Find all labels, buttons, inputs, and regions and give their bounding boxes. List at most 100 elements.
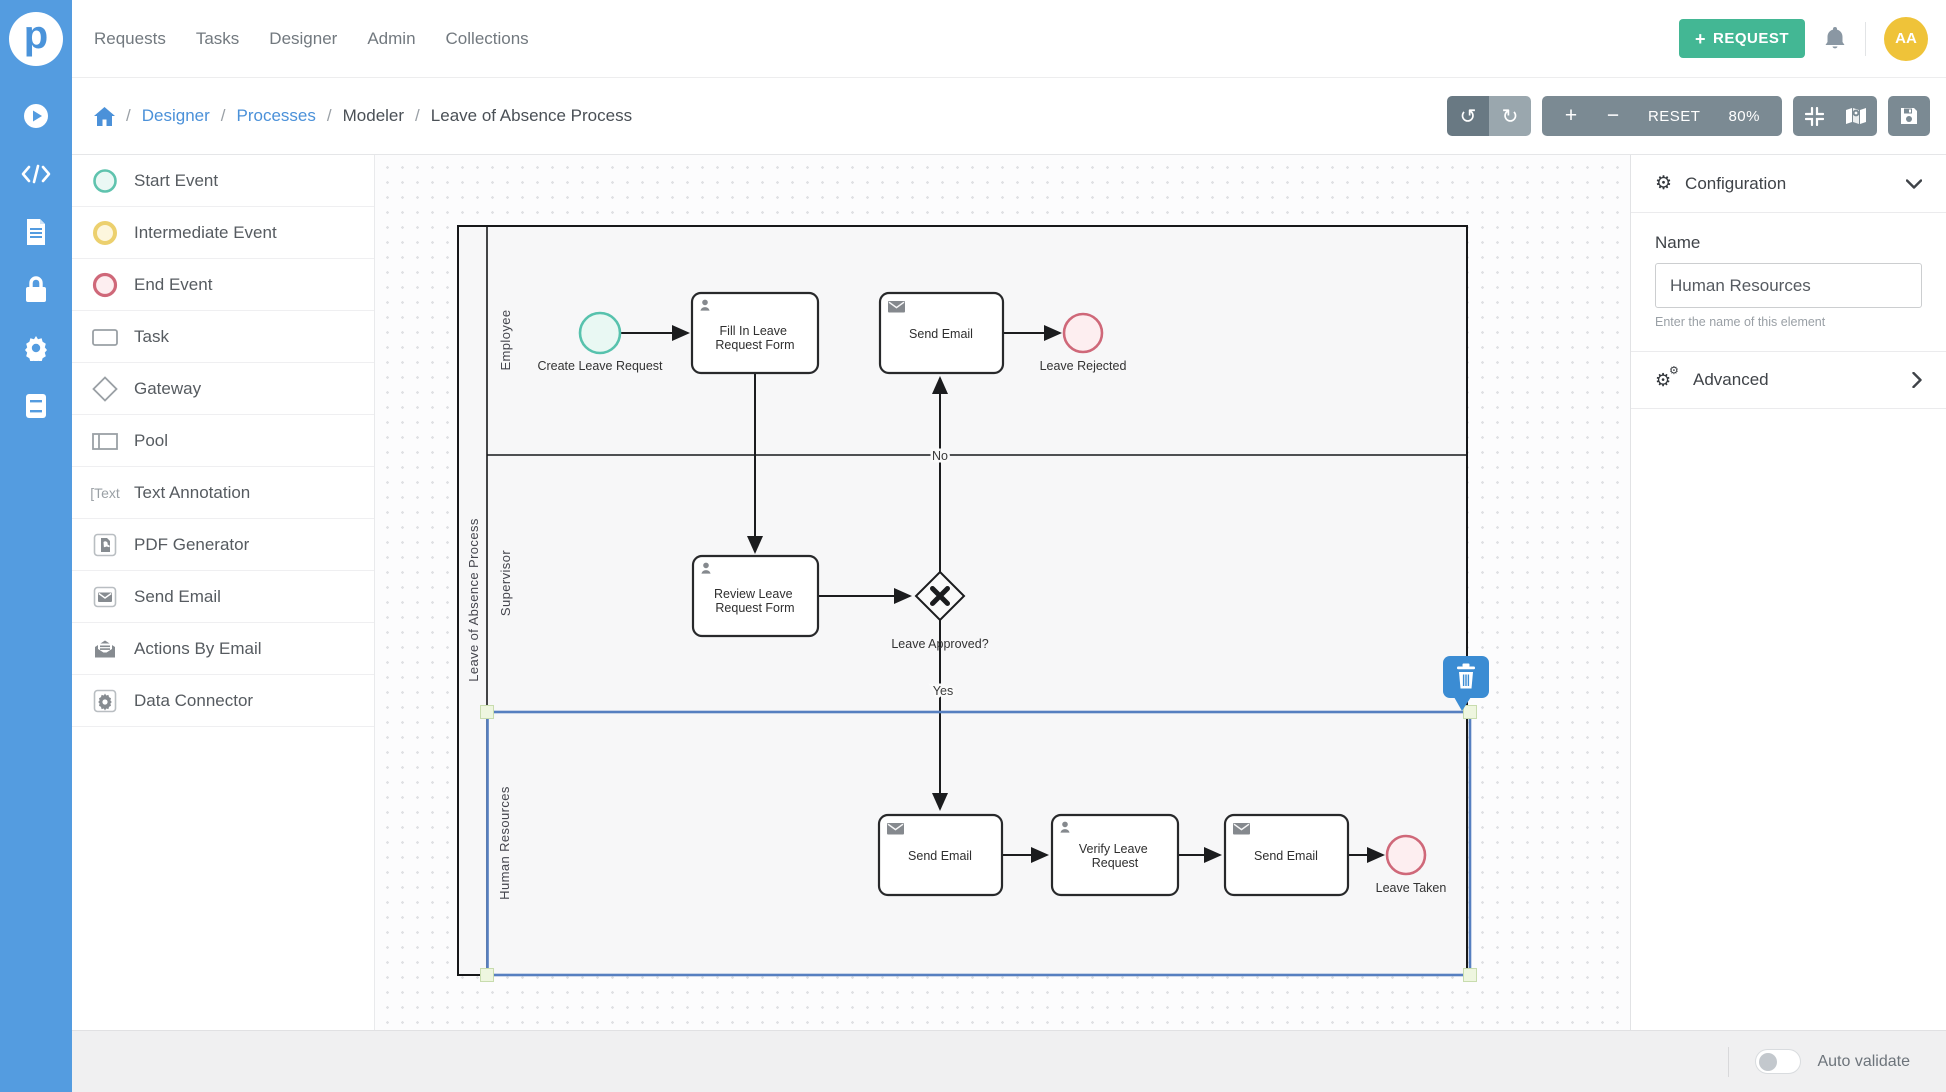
delete-lane-button[interactable] bbox=[1443, 656, 1489, 711]
node-task-send-email-hr2[interactable]: Send Email bbox=[1223, 813, 1350, 897]
svg-text:Send Email: Send Email bbox=[909, 327, 973, 341]
flow-label-yes: Yes bbox=[933, 684, 953, 698]
shape-palette: Start Event Intermediate Event End Event… bbox=[72, 155, 375, 1030]
trash-icon bbox=[1457, 663, 1475, 689]
breadcrumb: / Designer / Processes / Modeler / Leave… bbox=[94, 106, 632, 126]
breadcrumb-processes[interactable]: Processes bbox=[236, 106, 316, 125]
zoom-in-button[interactable]: + bbox=[1550, 96, 1592, 136]
node-task-review-leave-request-form[interactable]: Review Leave Request Form bbox=[691, 554, 820, 638]
svg-text:Leave Taken: Leave Taken bbox=[1376, 881, 1447, 895]
node-task-send-email-hr1[interactable]: Send Email bbox=[877, 813, 1004, 897]
chevron-down-icon bbox=[1906, 178, 1922, 189]
modeler-toolbar: ↺ ↻ + − RESET 80% bbox=[1446, 96, 1930, 136]
logo-letter: p bbox=[23, 13, 49, 57]
sequence-flows[interactable] bbox=[620, 325, 1385, 863]
fit-to-screen-button[interactable] bbox=[1793, 96, 1835, 136]
play-icon[interactable] bbox=[16, 102, 56, 130]
intermediate-event-icon bbox=[88, 220, 122, 246]
logo-circle: p bbox=[9, 12, 63, 66]
data-connector-icon bbox=[88, 689, 122, 713]
nav-item-tasks[interactable]: Tasks bbox=[195, 28, 240, 48]
lane-label-supervisor: Supervisor bbox=[498, 550, 513, 616]
node-task-send-email-employee[interactable]: Send Email bbox=[878, 291, 1005, 375]
svg-text:Verify Leave Request: Verify Leave Request bbox=[1079, 842, 1151, 870]
palette-item-intermediate-event[interactable]: Intermediate Event bbox=[72, 207, 374, 259]
svg-text:Send Email: Send Email bbox=[1254, 849, 1318, 863]
user-avatar[interactable]: AA bbox=[1884, 16, 1928, 61]
notebook-icon[interactable] bbox=[16, 392, 56, 420]
nav-item-collections[interactable]: Collections bbox=[445, 28, 529, 48]
selection-handles[interactable] bbox=[480, 705, 1477, 982]
request-button-label: REQUEST bbox=[1712, 30, 1789, 47]
name-field-help: Enter the name of this element bbox=[1655, 315, 1826, 329]
node-gateway-leave-approved[interactable]: Leave Approved? bbox=[891, 570, 989, 651]
zoom-out-button[interactable]: − bbox=[1592, 96, 1634, 136]
nav-item-admin[interactable]: Admin bbox=[367, 28, 416, 48]
top-navbar: Requests Tasks Designer Admin Collection… bbox=[72, 0, 1946, 78]
zoom-reset-button[interactable]: RESET bbox=[1647, 107, 1701, 125]
breadcrumb-process-name: Leave of Absence Process bbox=[430, 106, 633, 125]
advanced-section-header[interactable]: ⚙⚙ Advanced bbox=[1631, 351, 1946, 409]
text-annotation-icon: [Text bbox=[90, 484, 120, 501]
actions-by-email-icon bbox=[88, 639, 122, 659]
home-icon[interactable] bbox=[94, 106, 115, 126]
start-event-icon bbox=[88, 168, 122, 194]
gateway-icon bbox=[88, 375, 122, 403]
auto-validate-label: Auto validate bbox=[1817, 1052, 1910, 1070]
palette-item-start-event[interactable]: Start Event bbox=[72, 155, 374, 207]
node-task-verify-leave-request[interactable]: Verify Leave Request bbox=[1050, 813, 1180, 897]
palette-item-send-email[interactable]: Send Email bbox=[72, 571, 374, 623]
code-icon[interactable] bbox=[16, 160, 56, 188]
svg-text:Review Leave Request For: Review Leave Request Form bbox=[714, 587, 796, 615]
svg-text:Create Leave Request: Create Leave Request bbox=[537, 359, 663, 373]
palette-item-gateway[interactable]: Gateway bbox=[72, 363, 374, 415]
svg-text:Leave Rejected: Leave Rejected bbox=[1040, 359, 1127, 373]
pdf-icon bbox=[88, 533, 122, 557]
palette-item-data-connector[interactable]: Data Connector bbox=[72, 675, 374, 727]
name-field-label: Name bbox=[1655, 233, 1701, 252]
save-button[interactable] bbox=[1888, 96, 1930, 136]
end-event-icon bbox=[88, 272, 122, 298]
node-end-event-leave-rejected[interactable]: Leave Rejected bbox=[1040, 312, 1127, 373]
palette-item-pool[interactable]: Pool bbox=[72, 415, 374, 467]
svg-text:Leave Approved?: Leave Approved? bbox=[891, 637, 988, 651]
configuration-section-header[interactable]: ⚙ Configuration bbox=[1631, 155, 1946, 213]
lock-icon[interactable] bbox=[16, 276, 56, 304]
minimap-button[interactable] bbox=[1835, 96, 1877, 136]
task-icon bbox=[88, 327, 122, 347]
redo-button[interactable]: ↻ bbox=[1488, 96, 1531, 136]
inspector-panel: ⚙ Configuration Name Enter the name of t… bbox=[1630, 155, 1946, 1030]
palette-item-pdf-generator[interactable]: PDF Generator bbox=[72, 519, 374, 571]
gear-icon[interactable] bbox=[16, 334, 56, 362]
nav-item-requests[interactable]: Requests bbox=[94, 28, 166, 48]
undo-button[interactable]: ↺ bbox=[1446, 96, 1489, 136]
left-rail: p bbox=[0, 0, 72, 1092]
palette-item-task[interactable]: Task bbox=[72, 311, 374, 363]
send-email-icon bbox=[88, 586, 122, 608]
modeler-canvas[interactable]: Leave of Absence Process Employee Superv… bbox=[375, 155, 1630, 1030]
breadcrumb-toolbar-row: / Designer / Processes / Modeler / Leave… bbox=[72, 78, 1946, 155]
palette-item-actions-by-email[interactable]: Actions By Email bbox=[72, 623, 374, 675]
notifications-bell-icon[interactable] bbox=[1823, 25, 1847, 52]
lane-label-employee: Employee bbox=[498, 309, 513, 370]
palette-item-end-event[interactable]: End Event bbox=[72, 259, 374, 311]
toggle-knob bbox=[1759, 1052, 1778, 1071]
element-name-input[interactable] bbox=[1655, 263, 1922, 308]
chevron-right-icon bbox=[1912, 372, 1922, 388]
processmaker-logo[interactable]: p bbox=[0, 0, 72, 78]
node-task-fill-in-leave-request-form[interactable]: Fill In Leave Request Form bbox=[690, 291, 820, 375]
gears-icon: ⚙⚙ bbox=[1655, 365, 1679, 390]
svg-text:Send Email: Send Email bbox=[908, 849, 972, 863]
nav-item-designer[interactable]: Designer bbox=[269, 28, 338, 48]
new-request-button[interactable]: + REQUEST bbox=[1678, 19, 1805, 58]
breadcrumb-designer[interactable]: Designer bbox=[141, 106, 210, 125]
palette-item-text-annotation[interactable]: [Text Text Annotation bbox=[72, 467, 374, 519]
pool-icon bbox=[88, 431, 122, 451]
gear-icon: ⚙ bbox=[1655, 173, 1673, 194]
lane-selection-human-resources[interactable] bbox=[480, 656, 1490, 982]
footer-divider bbox=[1728, 1046, 1730, 1077]
auto-validate-toggle[interactable] bbox=[1755, 1049, 1802, 1074]
node-end-event-leave-taken[interactable]: Leave Taken bbox=[1376, 834, 1447, 895]
node-start-event-create-leave-request[interactable]: Create Leave Request bbox=[537, 311, 663, 373]
document-icon[interactable] bbox=[16, 218, 56, 246]
